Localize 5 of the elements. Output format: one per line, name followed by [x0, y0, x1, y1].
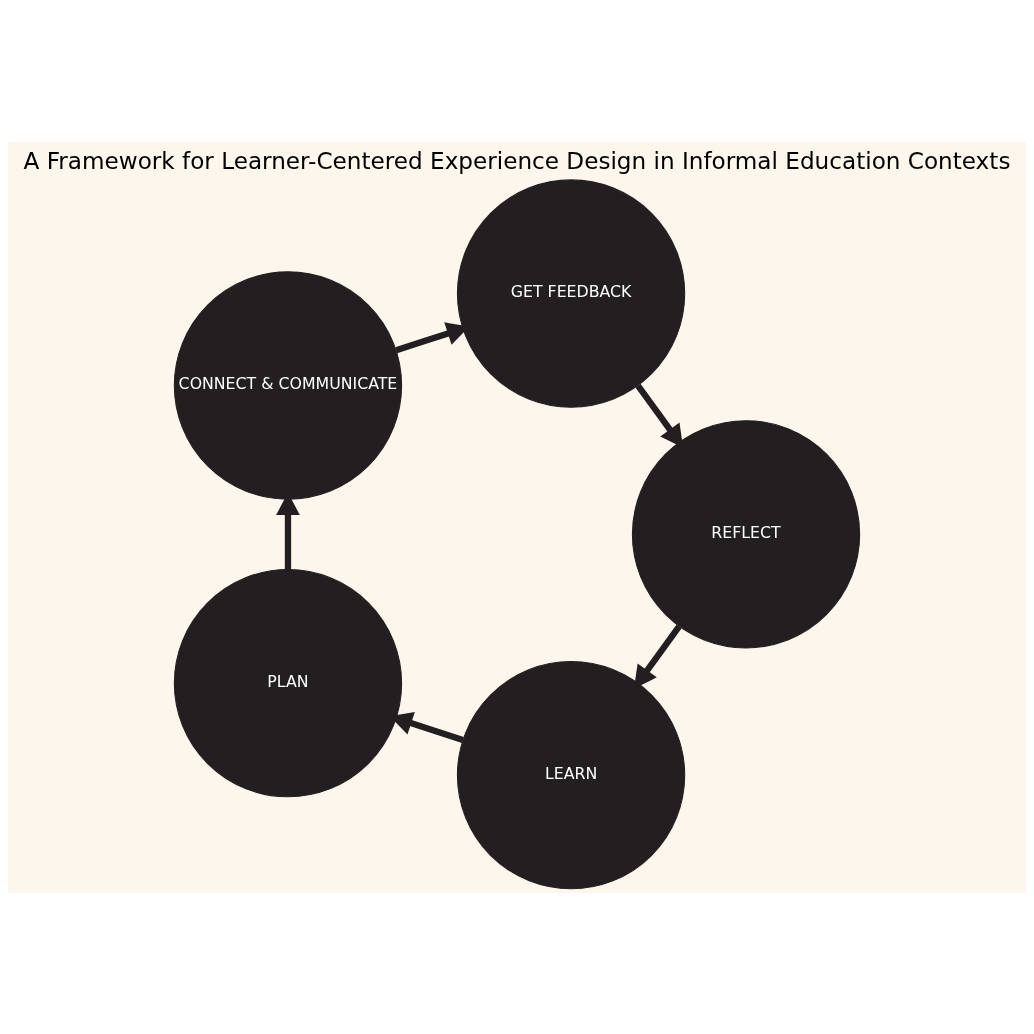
node-circle: CONNECT & COMMUNICATE — [173, 270, 403, 500]
node-circle: PLAN — [173, 568, 403, 797]
arrow — [635, 383, 684, 448]
diagram-title: A Framework for Learner-Centered Experience Design in Informal Education Contexts — [23, 147, 1011, 174]
node-circle: GET FEEDBACK — [456, 178, 686, 408]
